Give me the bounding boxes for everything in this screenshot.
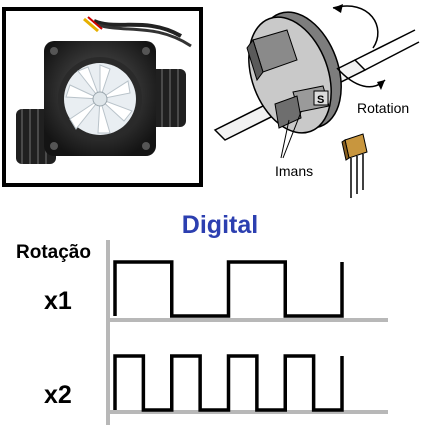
rotation-arrow-top xyxy=(332,5,379,49)
magnets-label: Imans xyxy=(275,163,313,179)
digital-title: Digital xyxy=(181,211,259,239)
row-label-x2: x2 xyxy=(44,381,72,409)
callout-line-2 xyxy=(282,111,302,159)
row-label-x1: x1 xyxy=(44,287,72,315)
rotation-label: Rotation xyxy=(357,100,409,116)
shaft-end xyxy=(354,29,416,61)
rotor-magnet-diagram: S Rotation Imans xyxy=(213,4,420,198)
rotation-row-header: Rotação xyxy=(16,242,91,263)
callout-line-1 xyxy=(280,119,290,159)
lower-magnet: S xyxy=(274,85,330,129)
square-wave-x1 xyxy=(113,260,344,318)
flow-sensor-image xyxy=(16,16,192,164)
hall-sensor-icon xyxy=(341,133,368,198)
square-wave-x2 xyxy=(113,354,344,412)
upper-magnet xyxy=(246,29,298,82)
flow-sensor-photo xyxy=(2,7,203,187)
magnet-pole-label: S xyxy=(317,94,324,106)
